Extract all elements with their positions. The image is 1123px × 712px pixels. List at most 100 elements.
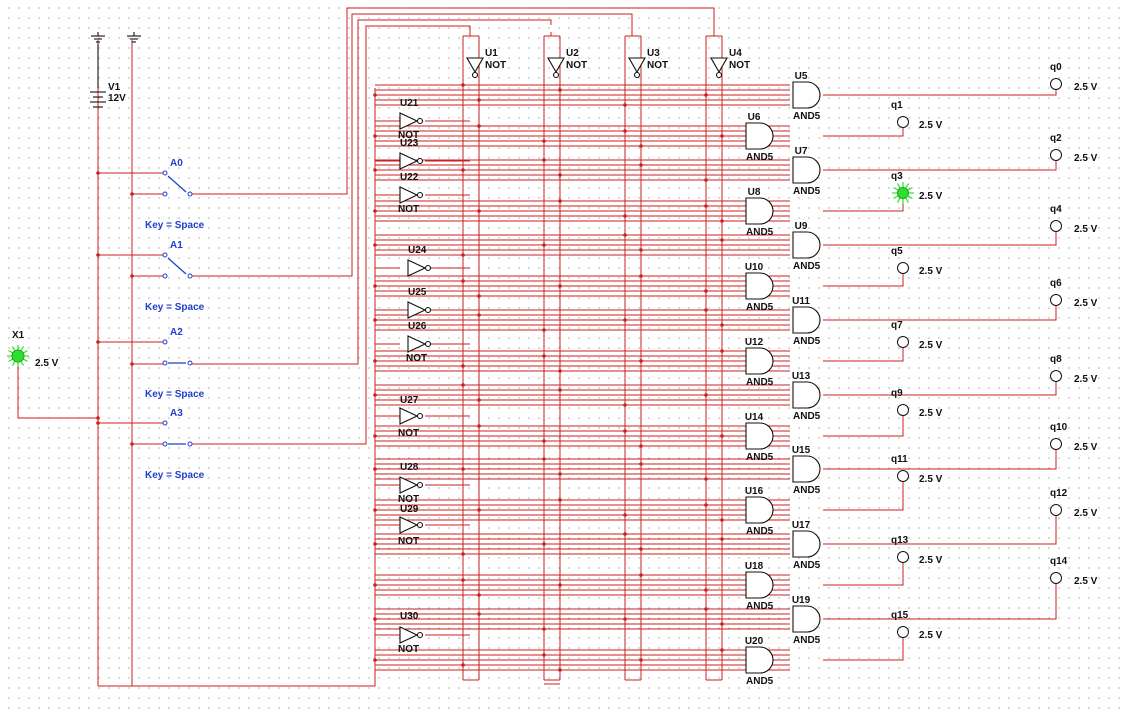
gate-ref: U30 bbox=[400, 611, 419, 622]
probe-value: 2.5 V bbox=[919, 555, 943, 566]
probe-value: 2.5 V bbox=[919, 408, 943, 419]
junction-dot bbox=[373, 284, 377, 288]
junction-dot bbox=[704, 588, 708, 592]
gate-ref: U17 bbox=[792, 520, 811, 531]
and-output-wire bbox=[823, 161, 1057, 171]
not-gate-u21 bbox=[399, 112, 424, 130]
gate-type: NOT bbox=[398, 428, 419, 439]
junction-dot bbox=[704, 503, 708, 507]
junction-dot bbox=[704, 308, 708, 312]
switch-a3[interactable] bbox=[162, 420, 193, 447]
probe-ref: q15 bbox=[891, 610, 909, 621]
gate-type: AND5 bbox=[746, 152, 774, 163]
and-output-wire bbox=[823, 348, 904, 362]
junction-dot bbox=[542, 139, 546, 143]
ground-icon bbox=[91, 32, 105, 43]
switch-a2[interactable] bbox=[162, 339, 193, 366]
gate-type: NOT bbox=[398, 494, 419, 505]
probe-ref: q14 bbox=[1050, 556, 1068, 567]
probe-ref: q5 bbox=[891, 246, 903, 257]
junction-dot bbox=[477, 593, 481, 597]
switch-a1[interactable] bbox=[162, 252, 193, 279]
ground-icon bbox=[127, 32, 141, 43]
not-gate-u1 bbox=[466, 57, 484, 79]
junction-dot bbox=[639, 444, 643, 448]
indicator-x1-value: 2.5 V bbox=[35, 358, 59, 369]
and-output-wire bbox=[823, 450, 1057, 470]
indicator-x1-ref: X1 bbox=[12, 330, 25, 341]
gate-type: AND5 bbox=[746, 601, 774, 612]
gate-ref: U7 bbox=[795, 146, 808, 157]
junction-dot bbox=[558, 472, 562, 476]
gate-ref: U5 bbox=[795, 71, 808, 82]
probe-q1 bbox=[897, 116, 909, 128]
junction-dot bbox=[720, 518, 724, 522]
junction-dot bbox=[461, 467, 465, 471]
junction-dot bbox=[373, 467, 377, 471]
switch-a0[interactable] bbox=[162, 170, 193, 197]
junction-dot bbox=[373, 318, 377, 322]
gate-ref: U4 bbox=[729, 48, 742, 59]
junction-dot bbox=[704, 204, 708, 208]
gate-ref: U9 bbox=[795, 221, 808, 232]
probe-ref: q13 bbox=[891, 535, 909, 546]
gate-type: AND5 bbox=[793, 411, 821, 422]
not-gate-u25 bbox=[407, 301, 432, 319]
probe-ref: q7 bbox=[891, 320, 903, 331]
junction-dot bbox=[639, 274, 643, 278]
probe-q15 bbox=[897, 626, 909, 638]
gate-type: NOT bbox=[398, 130, 419, 141]
and-gate-u6 bbox=[745, 122, 774, 150]
gate-ref: U12 bbox=[745, 337, 764, 348]
junction-dot bbox=[720, 219, 724, 223]
junction-dot bbox=[542, 457, 546, 461]
junction-dot bbox=[720, 622, 724, 626]
junction-dot bbox=[558, 173, 562, 177]
wire-layer bbox=[17, 7, 1057, 687]
probe-ref: q10 bbox=[1050, 422, 1068, 433]
and-gate-u18 bbox=[745, 571, 774, 599]
battery-v1 bbox=[90, 44, 106, 108]
junction-dot bbox=[542, 542, 546, 546]
not-gate-u3 bbox=[628, 57, 646, 79]
probe-ref: q1 bbox=[891, 100, 903, 111]
junction-dot bbox=[623, 103, 627, 107]
probe-ref: q2 bbox=[1050, 133, 1062, 144]
wire-a2-feed bbox=[190, 19, 552, 365]
probe-q0 bbox=[1050, 78, 1062, 90]
probe-value: 2.5 V bbox=[919, 266, 943, 277]
probe-value: 2.5 V bbox=[919, 474, 943, 485]
junction-dot bbox=[373, 359, 377, 363]
gate-type: NOT bbox=[398, 204, 419, 215]
and-output-wire bbox=[823, 638, 904, 661]
junction-dot bbox=[373, 209, 377, 213]
junction-dot bbox=[720, 349, 724, 353]
switch-ref: A3 bbox=[170, 408, 183, 419]
probe-value: 2.5 V bbox=[919, 630, 943, 641]
junction-dot bbox=[639, 462, 643, 466]
gate-ref: U1 bbox=[485, 48, 498, 59]
junction-dot bbox=[704, 178, 708, 182]
junction-dot bbox=[623, 532, 627, 536]
junction-dot bbox=[461, 552, 465, 556]
junction-dot bbox=[558, 369, 562, 373]
gate-ref: U26 bbox=[408, 321, 427, 332]
probe-q5 bbox=[897, 262, 909, 274]
probe-value: 2.5 V bbox=[919, 191, 943, 202]
junction-dot bbox=[130, 442, 134, 446]
and-gate-u15 bbox=[792, 455, 821, 483]
gate-type: AND5 bbox=[793, 485, 821, 496]
gate-ref: U23 bbox=[400, 138, 419, 149]
gate-type: AND5 bbox=[746, 526, 774, 537]
junction-dot bbox=[373, 583, 377, 587]
not-gate-u4 bbox=[710, 57, 728, 79]
junction-dot bbox=[623, 318, 627, 322]
gate-ref: U15 bbox=[792, 445, 811, 456]
junction-dot bbox=[130, 362, 134, 366]
gate-ref: U22 bbox=[400, 172, 419, 183]
gate-type: AND5 bbox=[746, 302, 774, 313]
junction-dot bbox=[704, 93, 708, 97]
junction-dot bbox=[639, 547, 643, 551]
junction-dot bbox=[720, 323, 724, 327]
